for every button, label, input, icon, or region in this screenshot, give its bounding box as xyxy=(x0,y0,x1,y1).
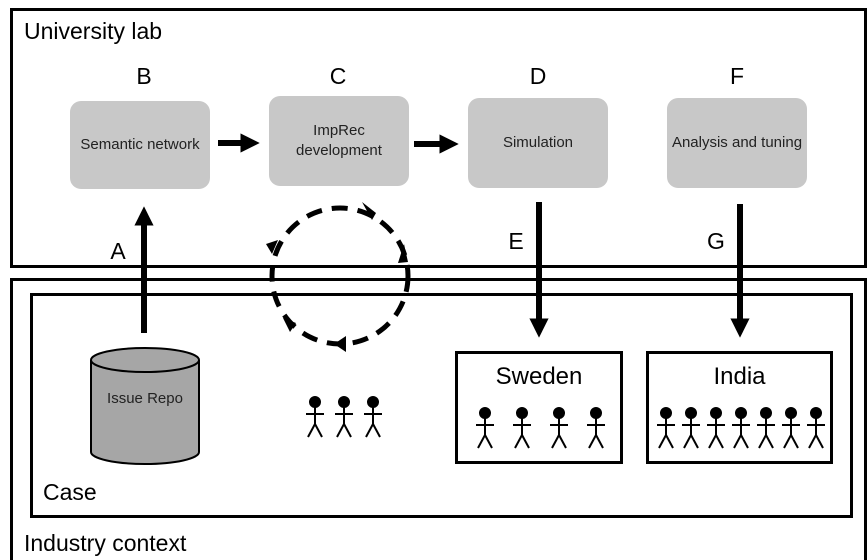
step-letter-g: G xyxy=(707,228,725,254)
india-person-icon-7 xyxy=(807,407,825,449)
issue-repo-cylinder xyxy=(90,347,200,465)
simulation-box: Simulation xyxy=(468,98,608,188)
india-person-icon-1 xyxy=(657,407,675,449)
sweden-person-icon-1 xyxy=(476,407,494,449)
semantic-network-box: Semantic network xyxy=(70,101,210,189)
development-cycle-icon xyxy=(266,202,411,352)
india-person-icon-5 xyxy=(757,407,775,449)
analysis-tuning-box: Analysis and tuning xyxy=(667,98,807,188)
industry-context-label: Industry context xyxy=(24,530,187,556)
step-letter-e: E xyxy=(508,228,524,254)
india-person-icon-6 xyxy=(782,407,800,449)
sweden-person-icon-4 xyxy=(587,407,605,449)
issue-repo-label: Issue Repo xyxy=(107,390,183,407)
india-person-icon-2 xyxy=(682,407,700,449)
step-letter-f: F xyxy=(729,63,745,89)
case-person-icon-2 xyxy=(335,396,353,438)
step-letter-c: C xyxy=(329,63,347,89)
sweden-person-icon-3 xyxy=(550,407,568,449)
case-label: Case xyxy=(43,479,97,505)
india-label: India xyxy=(713,363,766,390)
india-person-icon-3 xyxy=(707,407,725,449)
university-lab-label: University lab xyxy=(24,18,163,44)
case-person-icon-1 xyxy=(306,396,324,438)
imprec-development-box: ImpRec development xyxy=(269,96,409,186)
sweden-person-icon-2 xyxy=(513,407,531,449)
step-letter-b: B xyxy=(136,63,152,89)
india-site-box: India xyxy=(646,351,833,464)
sweden-label: Sweden xyxy=(495,363,583,390)
step-letter-d: D xyxy=(529,63,547,89)
step-letter-a: A xyxy=(110,238,126,264)
india-person-icon-4 xyxy=(732,407,750,449)
case-person-icon-3 xyxy=(364,396,382,438)
